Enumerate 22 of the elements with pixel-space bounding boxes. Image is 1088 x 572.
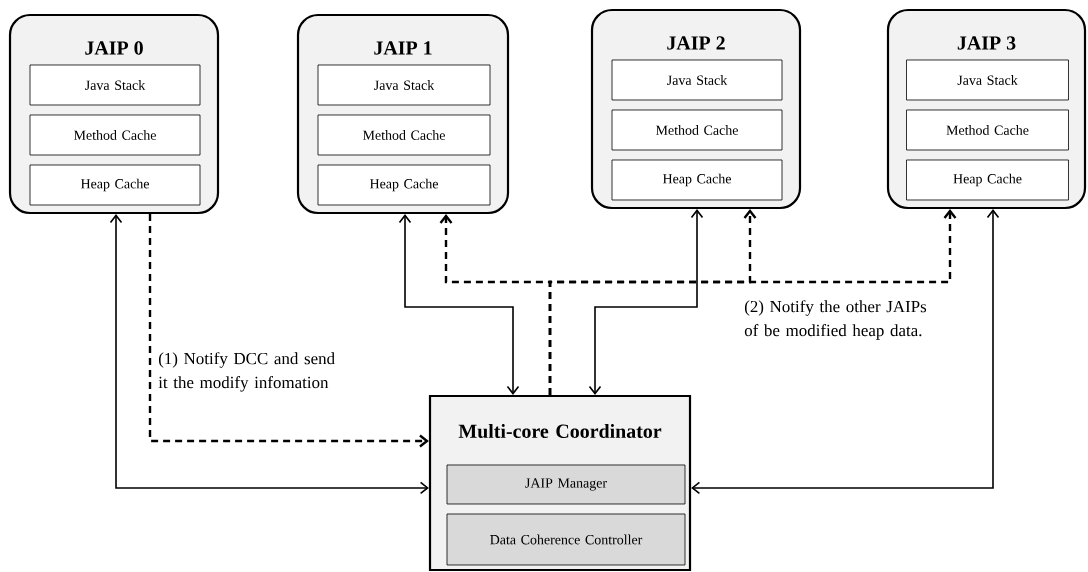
component-box: Heap Cache [317,164,491,206]
arrow [691,209,1000,495]
arrow [398,214,520,395]
component-box: Method Cache [29,114,201,156]
component-box: Java Stack [611,59,783,101]
arrow [109,214,429,495]
component-box: Method Cache [611,109,783,151]
arrow [548,209,957,395]
component-box: Java Stack [317,64,491,106]
component-box: Heap Cache [906,159,1069,201]
arrow [148,214,429,448]
component-box: Method Cache [906,109,1069,151]
component-box: Heap Cache [29,164,201,206]
component-box: Method Cache [317,114,491,156]
edge-label: (1) Notify DCC and send it the modify infomation [158,352,335,392]
component-box: Java Stack [29,64,201,106]
note-text: (2) Notify the other JAIPs of be modified heap data. [744,300,927,340]
component-box: JAIP Manager [446,464,686,505]
arrow [588,209,704,395]
component-box: Java Stack [906,59,1069,101]
component-box: Data Coherence Controller [446,513,686,566]
component-box: Heap Cache [611,159,783,201]
